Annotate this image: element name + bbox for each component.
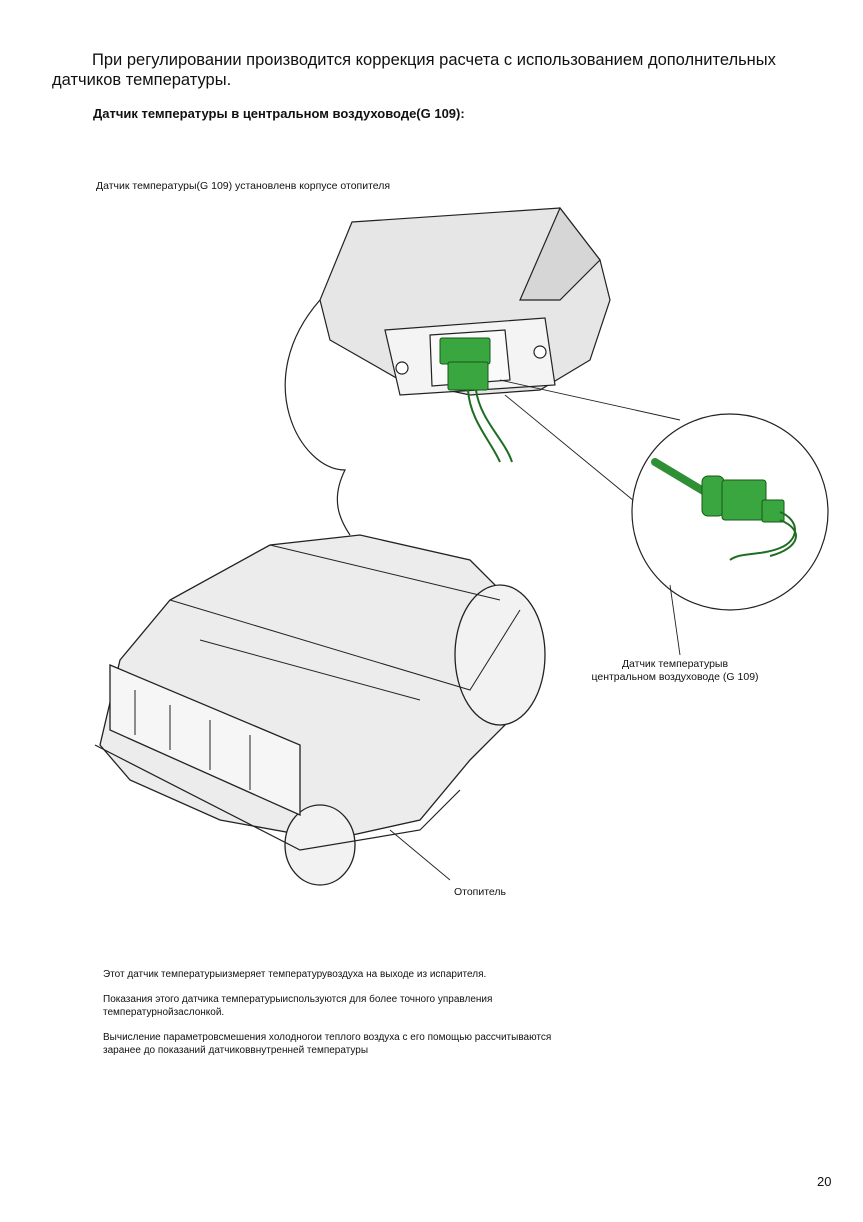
sensor-label: Датчик температурыв центральном воздухов… (591, 658, 759, 683)
heater-unit (94, 534, 546, 886)
page-number: 20 (817, 1174, 832, 1189)
section-heading: Датчик температуры в центральном воздухо… (93, 106, 465, 121)
note-paragraph: Показания этого датчика температурыиспол… (103, 994, 493, 1018)
heater-label: Отопитель (453, 886, 507, 898)
heater-illustration (94, 206, 829, 886)
magnifier-beam (499, 379, 681, 511)
sensor-mounted (439, 337, 513, 463)
heater-leader-line (389, 829, 451, 881)
intro-paragraph: При регулировании производится коррекция… (52, 51, 776, 89)
notes-block: Этот датчик температурыизмеряет температ… (103, 968, 573, 1069)
magnified-sensor (631, 413, 829, 656)
figure-caption: Датчик температуры(G 109) установленв ко… (96, 180, 391, 192)
note-paragraph: Вычисление параметровсмешения холодногои… (103, 1032, 552, 1056)
callout-outline (284, 299, 351, 536)
note-paragraph: Этот датчик температурыизмеряет температ… (103, 969, 487, 980)
